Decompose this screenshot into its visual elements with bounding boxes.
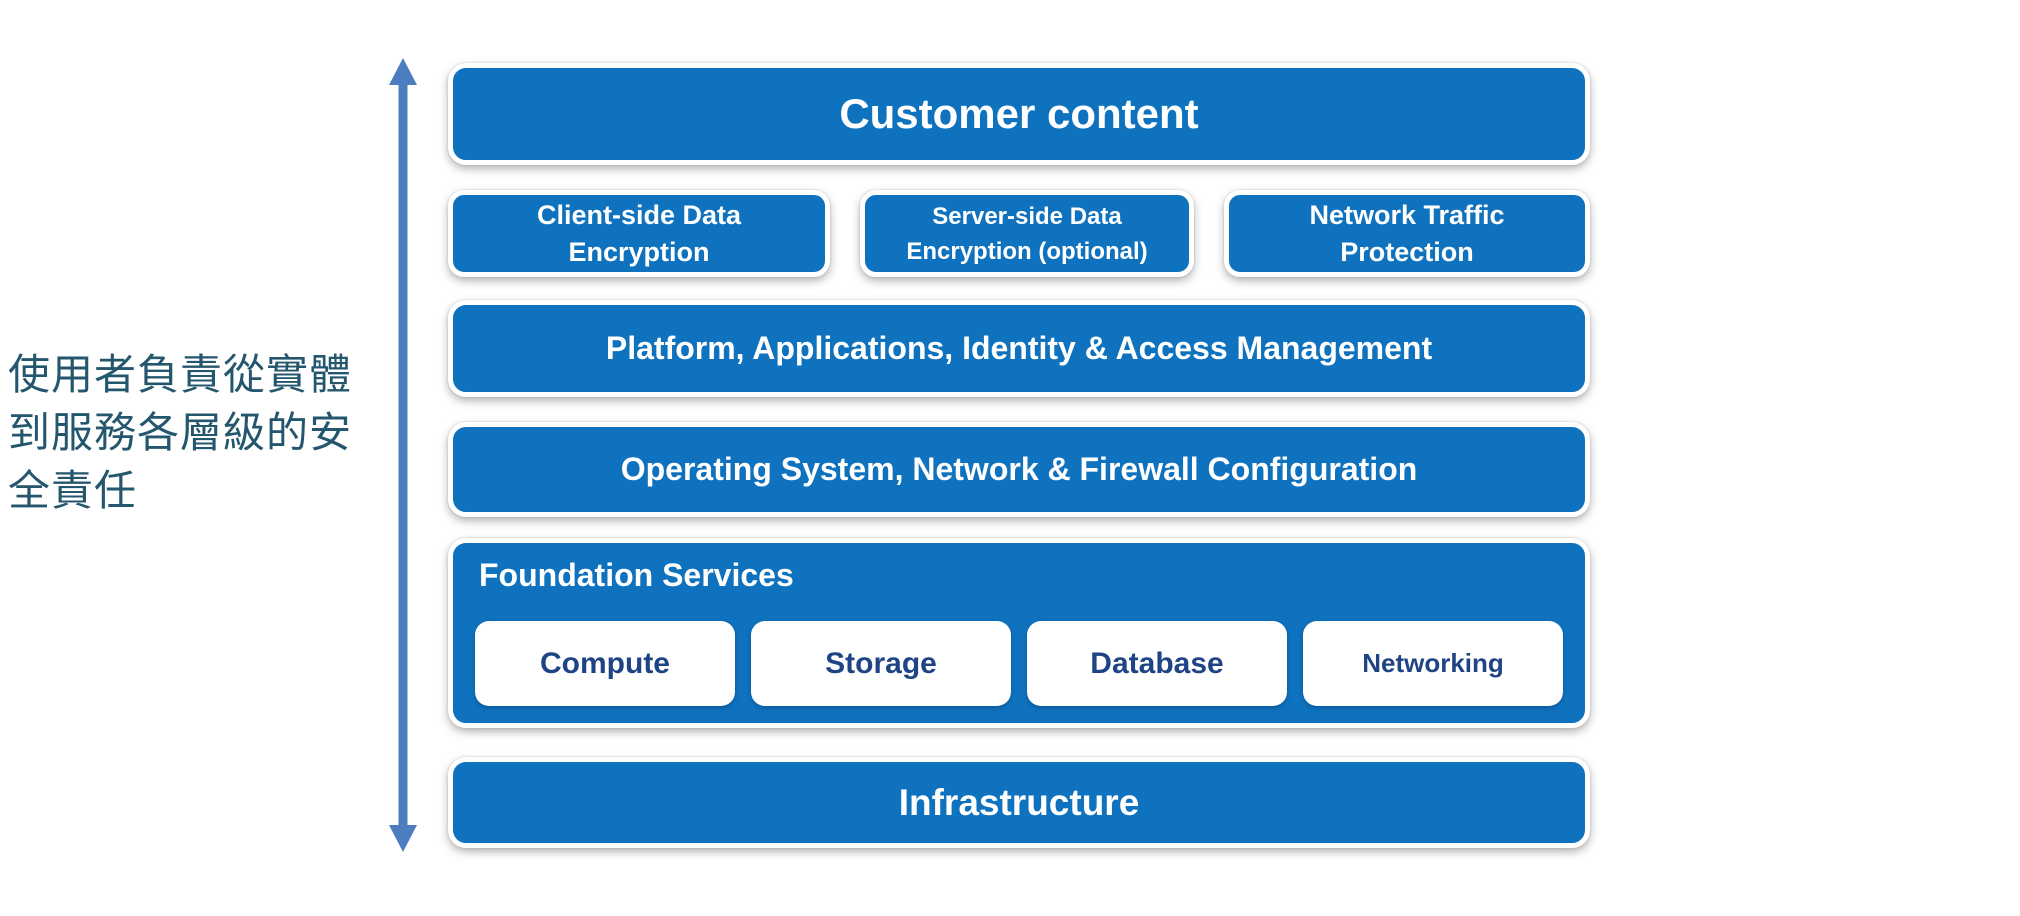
client-side-encryption-box: Client-side Data Encryption	[448, 190, 830, 277]
server-side-encryption-label-line2: Encryption (optional)	[906, 237, 1148, 265]
networking-label: Networking	[1362, 648, 1504, 678]
platform-iam-label: Platform, Applications, Identity & Acces…	[605, 330, 1433, 366]
note-line: 到服務各層級的安	[8, 409, 353, 456]
customer-content-label: Customer content	[839, 90, 1199, 137]
compute-label: Compute	[540, 646, 670, 680]
server-side-encryption-label-line1: Server-side Data	[932, 202, 1122, 230]
storage-label: Storage	[825, 646, 937, 680]
network-traffic-protection-label-line1: Network Traffic	[1309, 199, 1505, 230]
network-traffic-protection-label-line2: Protection	[1340, 236, 1474, 267]
client-side-encryption-label-line2: Encryption	[568, 236, 710, 267]
storage-box: Storage	[751, 621, 1011, 706]
client-side-encryption-label-line1: Client-side Data	[536, 199, 742, 230]
double-arrow-icon	[389, 58, 417, 852]
infrastructure-box: Infrastructure	[448, 757, 1590, 848]
shared-responsibility-stack: Customer content Client-side Data Encryp…	[448, 63, 1590, 848]
network-traffic-protection-box: Network Traffic Protection	[1224, 190, 1590, 277]
foundation-services-box: Foundation Services Compute Storage Data…	[448, 538, 1590, 728]
database-box: Database	[1027, 621, 1287, 706]
foundation-services-row: Compute Storage Database Networking	[475, 621, 1563, 706]
platform-iam-box: Platform, Applications, Identity & Acces…	[448, 300, 1590, 397]
encryption-row: Client-side Data Encryption Server-side …	[448, 190, 1590, 277]
networking-box: Networking	[1303, 621, 1563, 706]
server-side-encryption-box: Server-side Data Encryption (optional)	[860, 190, 1194, 277]
customer-content-box: Customer content	[448, 63, 1590, 165]
user-responsibility-note: 使用者負責從實體 到服務各層級的安 全責任	[8, 346, 368, 520]
os-network-firewall-label: Operating System, Network & Firewall Con…	[620, 451, 1418, 487]
database-label: Database	[1090, 646, 1224, 680]
infrastructure-label: Infrastructure	[898, 781, 1140, 823]
os-network-firewall-box: Operating System, Network & Firewall Con…	[448, 422, 1590, 517]
note-line: 全責任	[8, 467, 138, 514]
foundation-services-title: Foundation Services	[479, 557, 794, 593]
note-line: 使用者負責從實體	[8, 351, 353, 398]
responsibility-scope-arrow	[386, 55, 420, 855]
compute-box: Compute	[475, 621, 735, 706]
